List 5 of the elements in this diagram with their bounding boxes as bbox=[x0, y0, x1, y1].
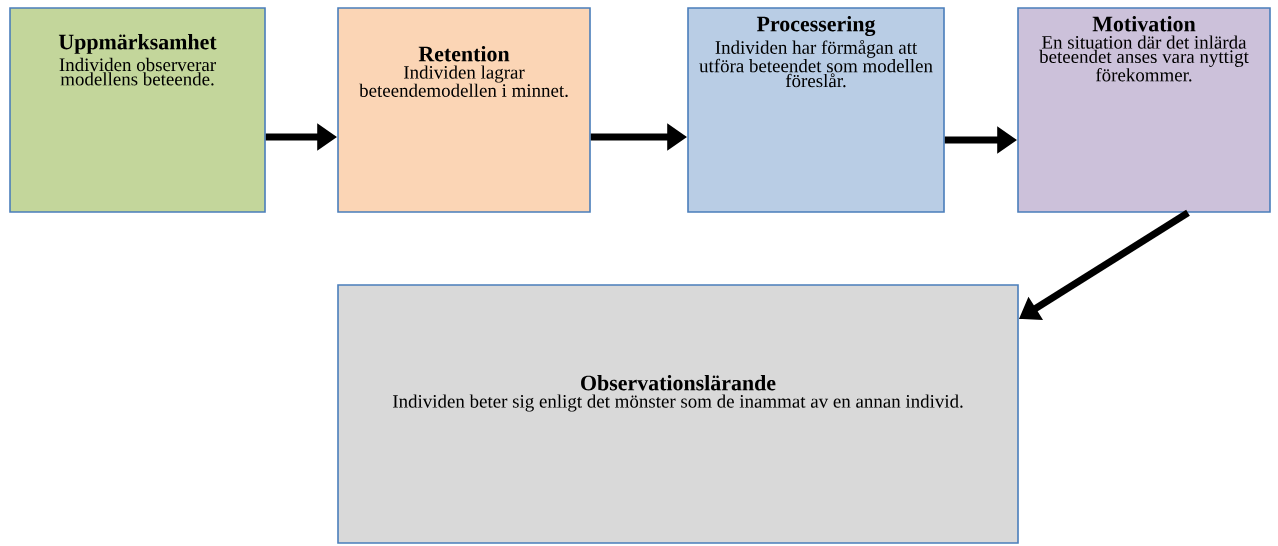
process-box: Retention Individen lagrar beteendemodellen i minnet. bbox=[337, 7, 591, 213]
process-box: Observationslärande Individen beter sig enligt det mönster som de inammat av en annan individ. bbox=[337, 284, 1019, 544]
process-box: Motivation En situation där det inlärda beteendet anses vara nyttigt förekommer. bbox=[1017, 7, 1271, 213]
process-box: Processering Individen har förmågan att utföra beteendet som modellen föreslår. bbox=[687, 7, 945, 213]
process-box: Uppmärksamhet Individen observerar modellens beteende. bbox=[9, 7, 266, 213]
